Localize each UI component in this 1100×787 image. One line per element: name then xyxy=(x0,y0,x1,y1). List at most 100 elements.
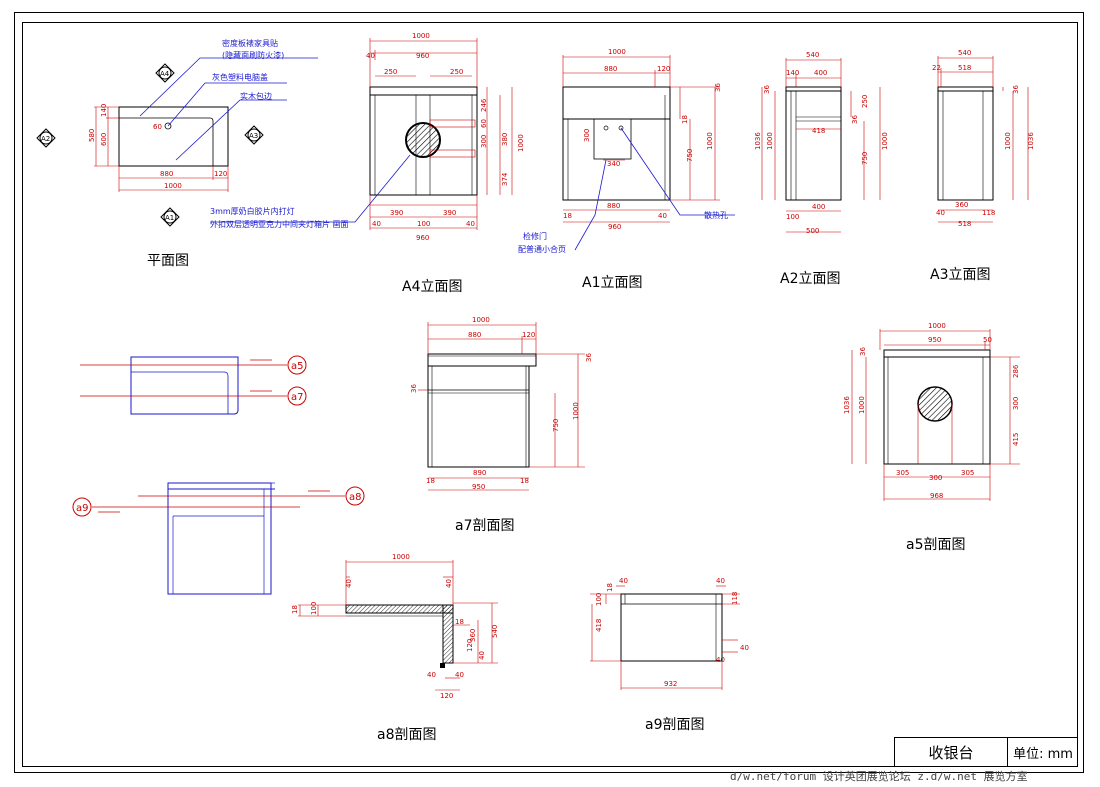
a7-section: 1000 880 120 36 36 750 1000 18 890 18 95… xyxy=(410,316,593,491)
a4-dim-1000: 1000 xyxy=(412,32,430,40)
a2-outline xyxy=(785,86,842,201)
a8-dim-100: 100 xyxy=(310,602,318,615)
note-lightbox-1: 3mm厚奶白胶片内打灯 xyxy=(210,206,295,216)
a7-dimension-lines xyxy=(418,322,585,491)
section-key-a5-a7: a5 a7 xyxy=(80,355,307,415)
a8-dim-40r: 40 xyxy=(478,651,486,660)
a9-dim-118: 118 xyxy=(731,592,739,605)
a5-dim-415: 415 xyxy=(1012,433,1020,446)
a3-dim-36: 36 xyxy=(1012,85,1020,94)
a1-outline xyxy=(562,86,671,201)
marker-a4: A4 xyxy=(155,63,175,83)
a5-dim-305b: 305 xyxy=(961,469,974,477)
a9-section: 18 40 40 100 418 118 40 40 932 xyxy=(590,577,749,690)
a9-outline xyxy=(620,593,723,662)
a2-dim-400: 400 xyxy=(814,69,827,77)
drawing-unit: 单位: mm xyxy=(1013,747,1073,762)
a8-dim-120: 120 xyxy=(440,692,453,700)
a7-dim-950: 950 xyxy=(472,483,485,491)
a5-lightbox-circle xyxy=(917,386,953,422)
marker-s-a7: a7 xyxy=(291,392,304,403)
a5-dim-1000: 1000 xyxy=(928,322,946,330)
a7-dim-880: 880 xyxy=(468,331,481,339)
note-fireproof: (隐藏面刷防火漆) xyxy=(222,50,284,60)
a5-dim-968: 968 xyxy=(930,492,943,500)
a2-dim-1000: 1000 xyxy=(766,132,774,150)
a1-dim-40: 40 xyxy=(658,212,667,220)
a2-dim-1000v: 1000 xyxy=(881,132,889,150)
a3-dim-118: 118 xyxy=(982,209,995,217)
plan-dim-600: 600 xyxy=(100,133,108,146)
plan-dim-880: 880 xyxy=(160,170,173,178)
a1-vent-leader xyxy=(620,127,735,216)
marker-a1: A1 xyxy=(160,207,180,227)
a2-dim-1036: 1036 xyxy=(754,132,762,150)
a3-dim-518: 518 xyxy=(958,64,971,72)
a8-dim-360: 360 xyxy=(469,629,477,642)
a1-door-leader xyxy=(574,159,607,251)
a2-dim-400b: 400 xyxy=(812,203,825,211)
a3-dim-540: 540 xyxy=(958,49,971,57)
a2-dim-500: 500 xyxy=(806,227,819,235)
a1-dim-18: 18 xyxy=(681,115,689,124)
leader-edge xyxy=(175,99,287,161)
caption-a1: A1立面图 xyxy=(582,275,643,291)
a7-dim-18a: 18 xyxy=(426,477,435,485)
outer-border xyxy=(14,12,1084,773)
section-key-a8-a9: a8 a9 xyxy=(72,482,365,595)
a4-dim-390b: 390 xyxy=(443,209,456,217)
a1-dim-300: 300 xyxy=(583,129,591,142)
plan-dimension-lines xyxy=(94,106,229,192)
a4-dim-380: 380 xyxy=(501,133,509,146)
a4-dim-100: 100 xyxy=(417,220,430,228)
a8-dim-120r: 120 xyxy=(466,639,474,652)
a8-dim-40b: 40 xyxy=(445,579,453,588)
drawing-title: 收银台 xyxy=(895,738,1008,767)
a9-dimension-lines xyxy=(590,585,740,690)
note-lightbox-2: 外扣双层透明亚克力中间夹灯箱片 画面 xyxy=(210,219,349,229)
caption-a7: a7剖面图 xyxy=(455,518,515,534)
a5-dim-50: 50 xyxy=(983,336,992,344)
note-vent: 散热孔 xyxy=(704,210,728,220)
a4-leader xyxy=(210,154,411,223)
a9-dim-40r: 40 xyxy=(740,644,749,652)
a4-dim-246: 246 xyxy=(480,98,488,112)
a1-dimension-lines xyxy=(562,55,720,223)
caption-a9: a9剖面图 xyxy=(645,717,705,733)
a4-dim-40: 40 xyxy=(366,52,375,60)
a7-dim-36l: 36 xyxy=(410,384,418,393)
plan-outline xyxy=(118,106,229,167)
leader-laminate xyxy=(139,57,318,117)
a1-dim-18b: 18 xyxy=(563,212,572,220)
a2-dimension-lines xyxy=(761,58,881,233)
a8-dim-40a: 40 xyxy=(345,579,353,588)
plan-dim-140: 140 xyxy=(100,104,108,117)
a2-dim-418: 418 xyxy=(812,127,825,135)
a7-dim-890: 890 xyxy=(473,469,486,477)
a8-dim-18l: 18 xyxy=(291,605,299,614)
cable-hole xyxy=(164,122,172,130)
caption-a3: A3立面图 xyxy=(930,267,991,283)
note-laminate: 密度板裱家具贴 xyxy=(222,38,278,48)
a1-dim-36: 36 xyxy=(714,83,722,92)
a1-dim-880b: 880 xyxy=(607,202,620,210)
a4-outline xyxy=(369,86,478,196)
a9-dim-18: 18 xyxy=(606,583,614,592)
a4-dim-374: 374 xyxy=(501,172,509,186)
a5-dimension-lines xyxy=(851,329,1020,501)
a3-outline xyxy=(937,86,994,201)
a2-dim-36: 36 xyxy=(851,115,859,124)
a7-dim-18b: 18 xyxy=(520,477,529,485)
a7-dim-1000: 1000 xyxy=(472,316,490,324)
title-block: 收银台 单位: mm xyxy=(894,737,1078,767)
a2-dim-750: 750 xyxy=(861,152,869,165)
a4-dim-250b: 250 xyxy=(450,68,463,76)
a9-dim-418: 418 xyxy=(595,619,603,632)
a5-dim-300b: 300 xyxy=(929,474,942,482)
a9-dim-40m: 40 xyxy=(716,656,725,664)
marker-s-a5: a5 xyxy=(291,361,304,372)
a5-dim-36: 36 xyxy=(859,347,867,356)
caption-a8: a8剖面图 xyxy=(377,727,437,743)
a1-dim-960: 960 xyxy=(608,223,621,231)
